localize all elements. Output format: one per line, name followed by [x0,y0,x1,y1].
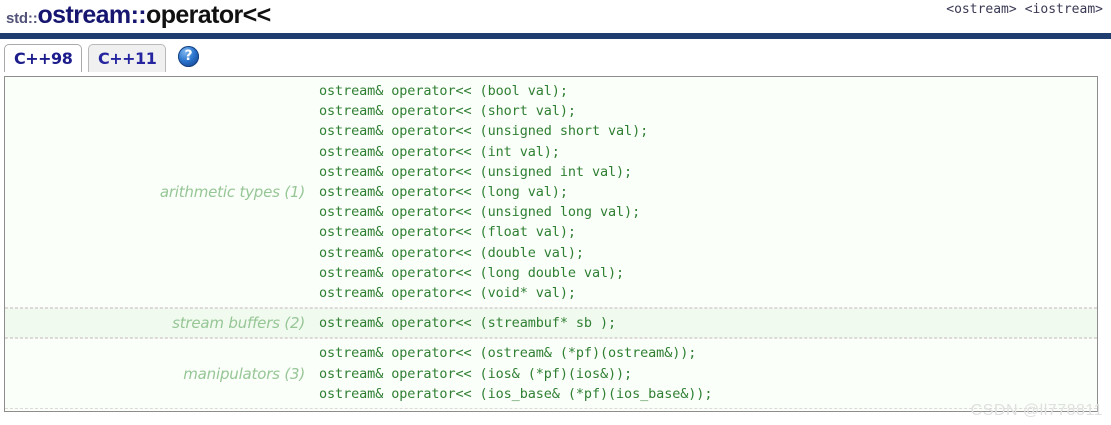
signature-line: ostream& operator<< (ostream& (*pf)(ostr… [319,345,697,362]
tab-cpp98[interactable]: C++98 [4,44,83,72]
group-signatures: ostream& operator<< (streambuf* sb ); [319,309,1097,337]
group-label: stream buffers (2) [172,314,305,333]
group-signatures: ostream& operator<< (ostream& (*pf)(ostr… [319,339,1097,408]
include-header-iostream: <iostream> [1024,2,1103,17]
page-header: std::ostream::operator<< <ostream> <iostr… [0,0,1111,39]
signature-line: ostream& operator<< (ios_base& (*pf)(ios… [319,385,713,402]
signature-group-arithmetic-types: arithmetic types (1) ostream& operator<<… [5,77,1097,309]
include-headers: <ostream> <iostream> [938,2,1103,17]
title-namespace: std:: [6,10,38,27]
signature-line: ostream& operator<< (long val); [319,184,568,201]
title-divider [0,33,1111,39]
signature-line: ostream& operator<< (bool val); [319,83,568,99]
signature-line: ostream& operator<< (short val); [319,103,576,120]
signature-group-manipulators: manipulators (3) ostream& operator<< (os… [5,338,1097,410]
group-label: manipulators (3) [183,364,305,383]
include-header-ostream: <ostream> [946,2,1017,17]
signature-group-stream-buffers: stream buffers (2) ostream& operator<< (… [5,308,1097,339]
signature-line: ostream& operator<< (float val); [319,224,576,241]
signature-line: ostream& operator<< (streambuf* sb ); [319,315,617,332]
group-label: arithmetic types (1) [159,183,305,202]
signature-line: ostream& operator<< (unsigned short val)… [319,123,649,140]
signature-line: ostream& operator<< (unsigned int val); [319,163,633,180]
question-mark-icon[interactable] [178,46,199,67]
title-class: ostream [37,1,132,29]
signature-line: ostream& operator<< (ios& (*pf)(ios&)); [319,365,633,382]
signature-line: ostream& operator<< (void* val); [319,285,576,302]
page-title: std::ostream::operator<< [6,0,271,34]
signature-line: ostream& operator<< (unsigned long val); [319,204,641,221]
tab-cpp11[interactable]: C++11 [88,44,167,72]
signatures-table: arithmetic types (1) ostream& operator<<… [4,76,1098,412]
tab-bar: C++98 C++11 [0,44,1111,77]
group-signatures: ostream& operator<< (bool val); ostream&… [319,77,1097,307]
signature-line: ostream& operator<< (int val); [319,143,560,160]
signature-line: ostream& operator<< (long double val); [319,264,625,281]
title-separator: :: [130,1,147,29]
signature-line: ostream& operator<< (double val); [319,244,584,261]
title-member: operator<< [146,1,271,29]
